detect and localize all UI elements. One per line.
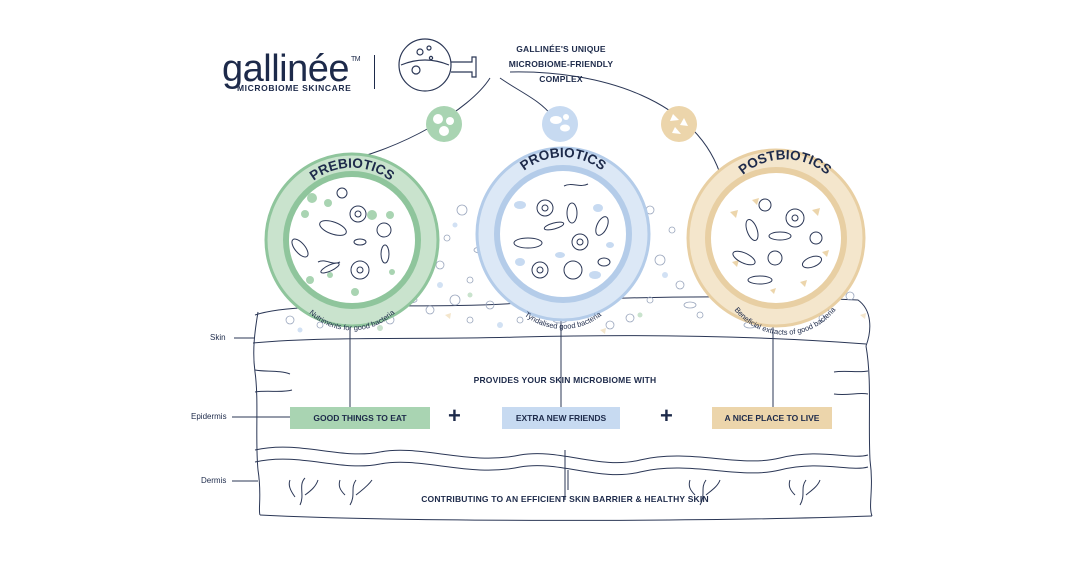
benefit-nice-place-to-live: A NICE PLACE TO LIVE	[712, 407, 832, 429]
brand-subtitle: MICROBIOME SKINCARE	[237, 83, 352, 93]
provides-text: PROVIDES YOUR SKIN MICROBIOME WITH	[473, 375, 657, 385]
complex-title: GALLINÉE'S UNIQUE MICROBIOME-FRIENDLY CO…	[486, 42, 636, 87]
complex-title-line1: GALLINÉE'S UNIQUE	[516, 44, 606, 54]
benefit-good-things-to-eat: GOOD THINGS TO EAT	[290, 407, 430, 429]
layer-label-epidermis: Epidermis	[191, 412, 227, 421]
prebiotic-capsule-icon	[426, 106, 462, 142]
plus-sign-1: +	[448, 403, 461, 428]
probiotics-circle	[475, 146, 651, 322]
prebiotics-circle	[264, 152, 440, 328]
layer-label-dermis: Dermis	[201, 476, 227, 485]
complex-title-line2: MICROBIOME-FRIENDLY COMPLEX	[508, 59, 614, 84]
brand-divider	[374, 55, 375, 89]
contributing-text: CONTRIBUTING TO AN EFFICIENT SKIN BARRIE…	[421, 494, 709, 504]
postbiotic-capsule-icon	[661, 106, 697, 142]
benefit-extra-new-friends: EXTRA NEW FRIENDS	[502, 407, 620, 429]
postbiotics-circle	[686, 148, 866, 328]
probiotic-capsule-icon	[542, 106, 578, 142]
flask-icon	[398, 38, 477, 92]
plus-sign-2: +	[660, 403, 673, 428]
layer-label-skin: Skin	[210, 333, 226, 342]
